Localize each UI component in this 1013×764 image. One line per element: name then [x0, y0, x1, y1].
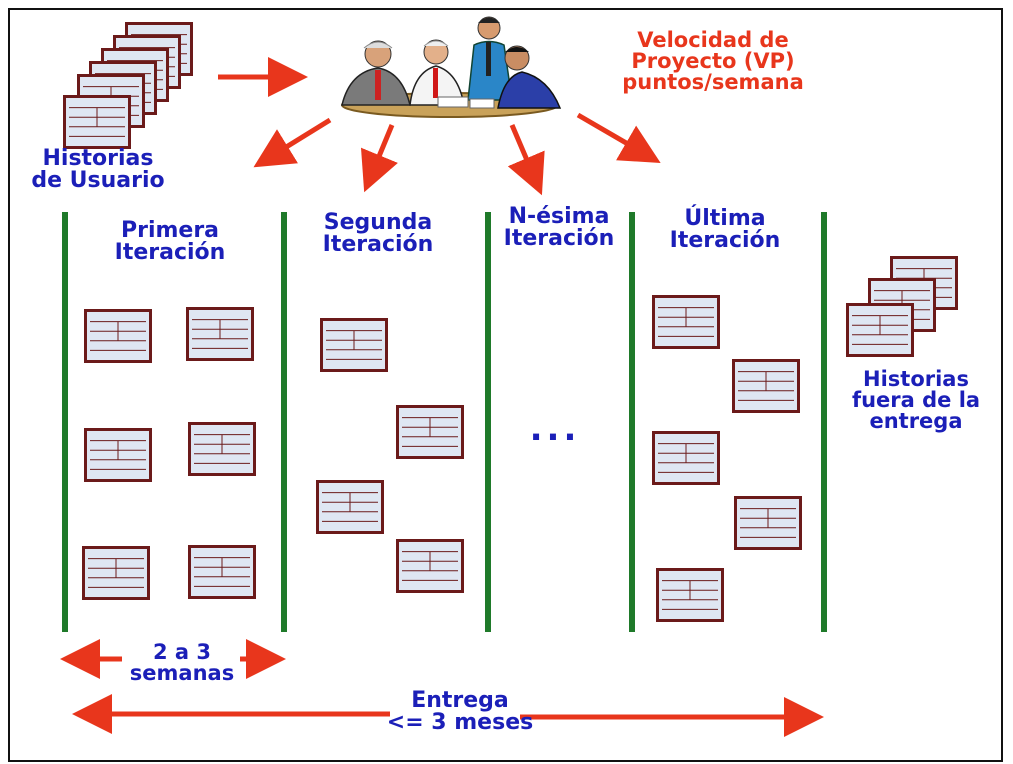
- diagram-frame: [8, 8, 1003, 762]
- story-card-icon: [66, 98, 128, 146]
- iteration-story-card: [656, 568, 724, 622]
- iteration-story-card: [186, 307, 254, 361]
- iteration-story-card: [732, 359, 800, 413]
- story-card-icon: [655, 298, 717, 346]
- second-iteration-label: Segunda Iteración: [322, 210, 434, 257]
- story-card-icon: [189, 310, 251, 358]
- divider-5: [821, 212, 827, 632]
- ellipsis-label: ...: [529, 409, 581, 449]
- story-card-icon: [87, 312, 149, 360]
- release-duration-label: Entrega <= 3 meses: [386, 688, 534, 735]
- story-card-icon: [849, 306, 911, 354]
- iteration-story-card: [188, 422, 256, 476]
- iteration-story-card: [82, 546, 150, 600]
- divider-1: [62, 212, 68, 632]
- iteration-duration-label: 2 a 3 semanas: [129, 640, 235, 685]
- story-card-icon: [191, 548, 253, 596]
- out-of-release-card: [846, 303, 914, 357]
- divider-3: [485, 212, 491, 632]
- iteration-story-card: [734, 496, 802, 550]
- iteration-story-card: [652, 295, 720, 349]
- iteration-story-card: [652, 431, 720, 485]
- story-card-icon: [399, 408, 461, 456]
- divider-2: [281, 212, 287, 632]
- story-card-icon: [399, 542, 461, 590]
- iteration-story-card: [316, 480, 384, 534]
- iteration-story-card: [320, 318, 388, 372]
- story-card-icon: [323, 321, 385, 369]
- iteration-story-card: [84, 309, 152, 363]
- iteration-story-card: [84, 428, 152, 482]
- story-card-icon: [87, 431, 149, 479]
- story-card-icon: [737, 499, 799, 547]
- last-iteration-label: Última Iteración: [669, 206, 781, 253]
- iteration-story-card: [188, 545, 256, 599]
- nth-iteration-label: N-ésima Iteración: [503, 204, 615, 251]
- user-story-card: [63, 95, 131, 149]
- iteration-story-card: [396, 405, 464, 459]
- first-iteration-label: Primera Iteración: [114, 218, 226, 265]
- project-velocity-label: Velocidad de Proyecto (VP) puntos/semana: [622, 28, 804, 94]
- story-card-icon: [191, 425, 253, 473]
- story-card-icon: [735, 362, 797, 410]
- story-card-icon: [85, 549, 147, 597]
- story-card-icon: [655, 434, 717, 482]
- story-card-icon: [319, 483, 381, 531]
- iteration-story-card: [396, 539, 464, 593]
- user-stories-label: Historias de Usuario: [31, 146, 165, 193]
- out-of-release-label: Historias fuera de la entrega: [851, 367, 981, 433]
- story-card-icon: [659, 571, 721, 619]
- divider-4: [629, 212, 635, 632]
